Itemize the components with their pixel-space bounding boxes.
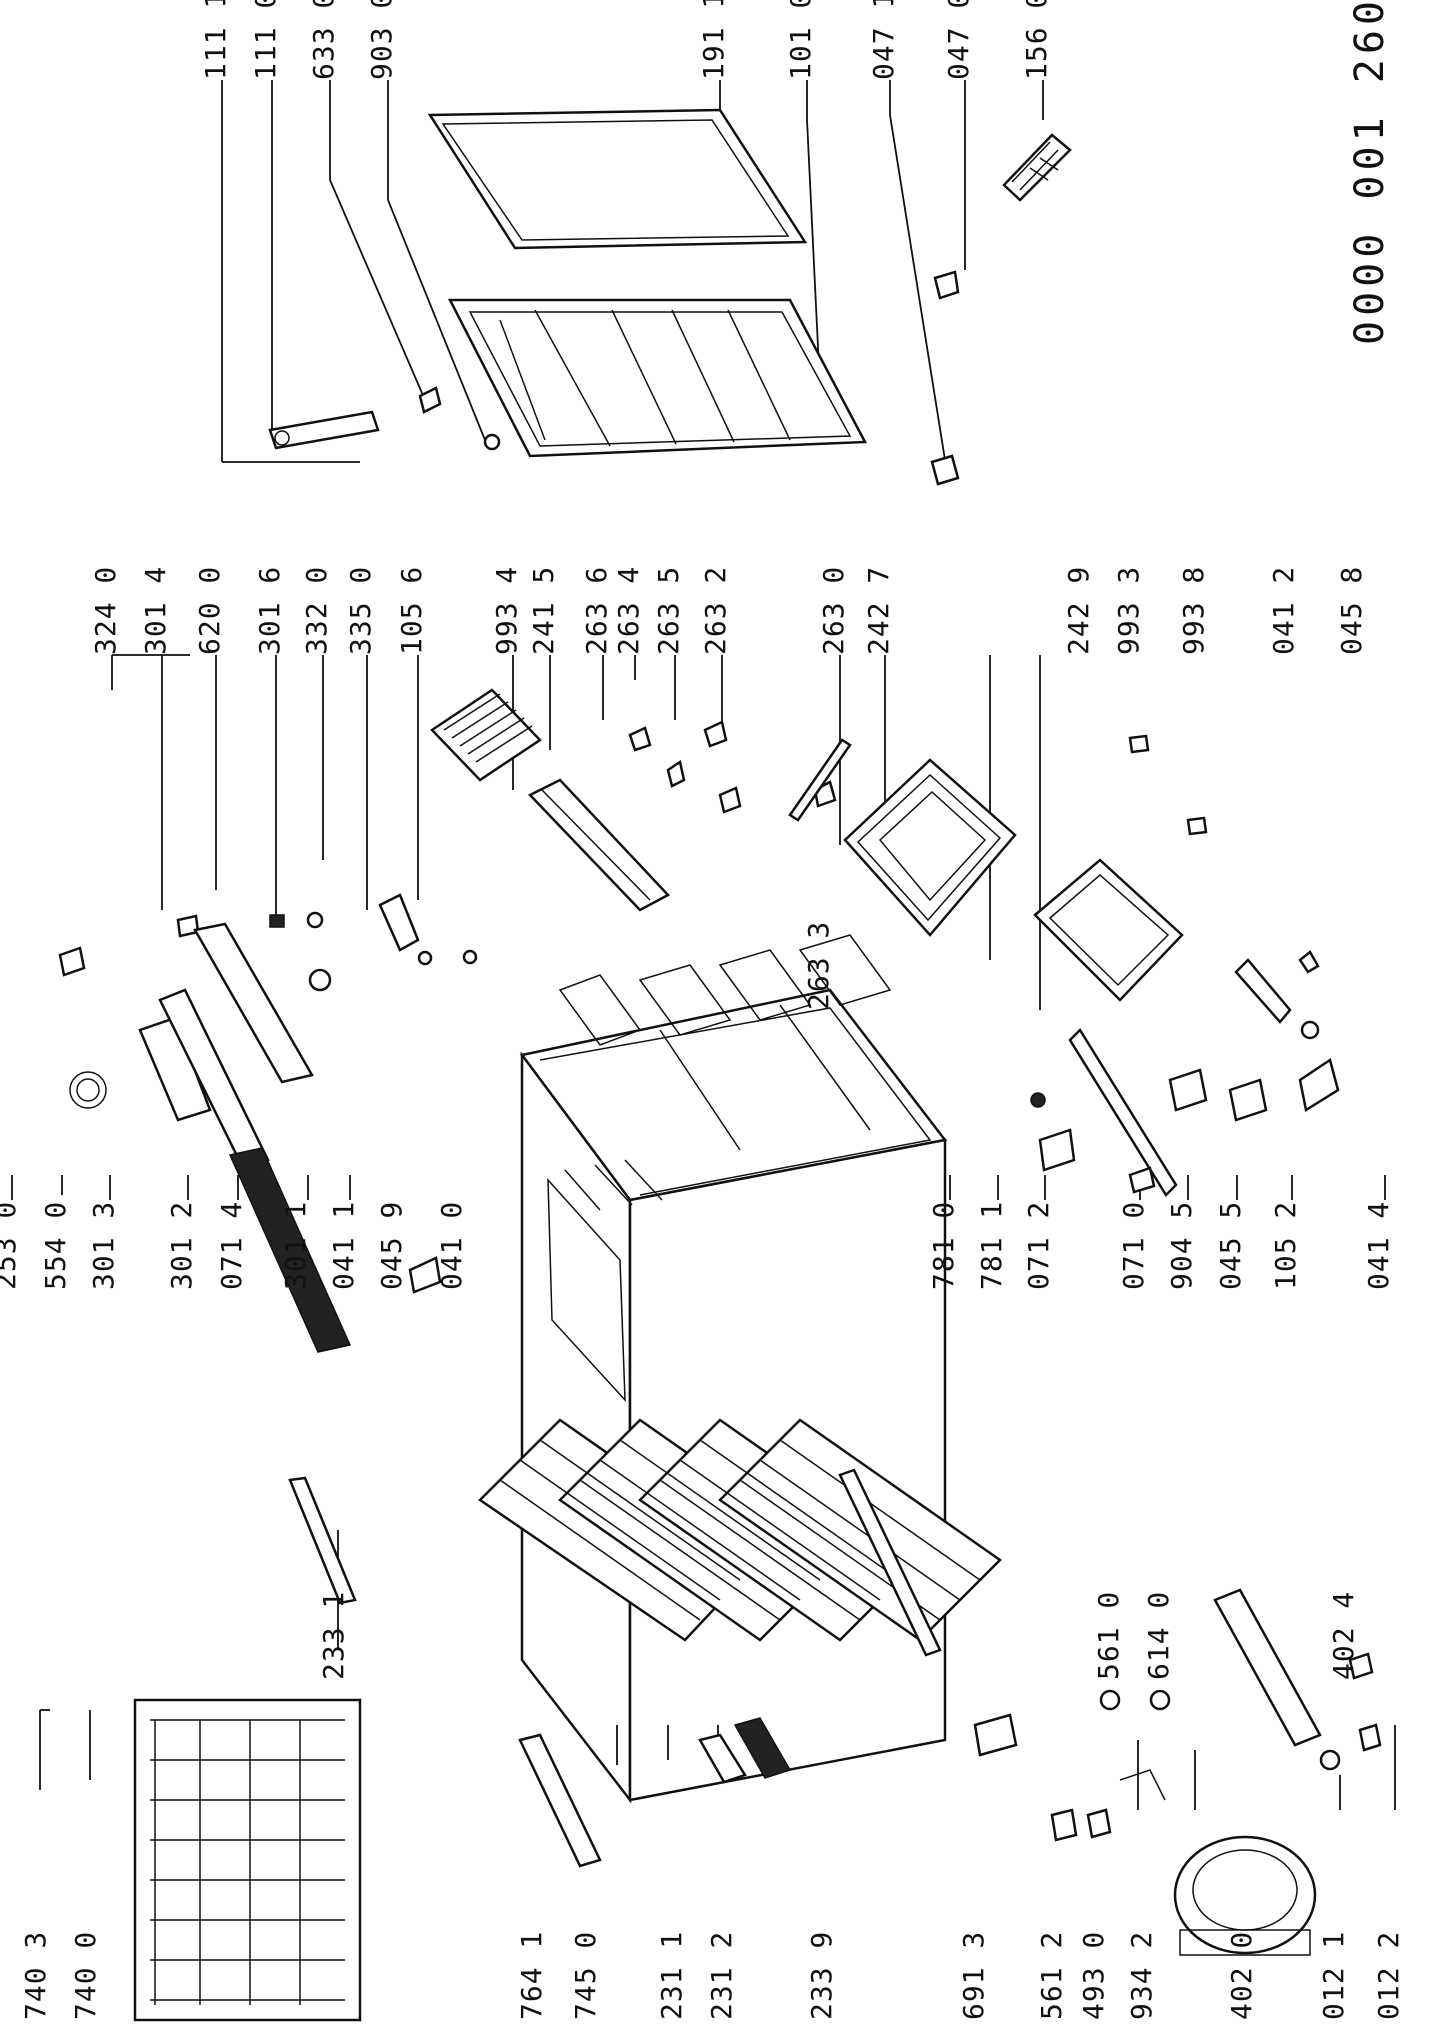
label-402-4: 402 4: [1327, 1590, 1360, 1680]
shelf-group: [288, 1418, 1018, 1868]
label-614-0: 614 0: [1142, 1590, 1175, 1680]
label-934-2: 934 2: [1125, 1930, 1158, 2020]
label-781-1: 781 1: [975, 1200, 1008, 1290]
label-263-2: 263 2: [699, 565, 732, 655]
label-263-5: 263 5: [652, 565, 685, 655]
label-156-0: 156 0: [1020, 0, 1053, 80]
label-301-2: 301 2: [165, 1200, 198, 1290]
label-332-0: 332 0: [300, 565, 333, 655]
label-233-9: 233 9: [805, 1930, 838, 2020]
label-047-0: 047 0: [942, 0, 975, 80]
label-012-2: 012 2: [1372, 1930, 1405, 2020]
label-045-8: 045 8: [1335, 565, 1368, 655]
label-781-0: 781 0: [927, 1200, 960, 1290]
label-740-3: 740 3: [19, 1930, 52, 2020]
label-993-8: 993 8: [1177, 565, 1210, 655]
label-041-2: 041 2: [1267, 565, 1300, 655]
label-041-1: 041 1: [327, 1200, 360, 1290]
label-231-2: 231 2: [705, 1930, 738, 2020]
label-242-7: 242 7: [862, 565, 895, 655]
label-903-0: 903 0: [365, 0, 398, 80]
label-301-1: 301 1: [279, 1200, 312, 1290]
drawer-group: [111, 654, 1320, 1084]
label-402-0: 402 0: [1225, 1930, 1258, 2020]
label-071-4: 071 4: [215, 1200, 248, 1290]
label-554-0: 554 0: [39, 1200, 72, 1290]
label-111-0: 111 0: [249, 0, 282, 80]
label-045-9: 045 9: [375, 1200, 408, 1290]
label-045-5: 045 5: [1214, 1200, 1247, 1290]
label-263-0: 263 0: [817, 565, 850, 655]
label-633-0: 633 0: [307, 0, 340, 80]
lower-trim-group: [949, 1020, 1386, 1200]
label-691-3: 691 3: [957, 1930, 990, 2020]
label-301-3: 301 3: [87, 1200, 120, 1290]
label-231-1: 231 1: [655, 1930, 688, 2020]
label-047-1: 047 1: [867, 0, 900, 80]
label-493-0: 493 0: [1077, 1930, 1110, 2020]
label-335-0: 335 0: [344, 565, 377, 655]
label-263-6: 263 6: [580, 565, 613, 655]
label-105-2: 105 2: [1269, 1200, 1302, 1290]
label-904-5: 904 5: [1165, 1200, 1198, 1290]
label-041-0: 041 0: [435, 1200, 468, 1290]
upper-trim-group: [11, 893, 442, 1353]
label-041-4: 041 4: [1362, 1200, 1395, 1290]
label-561-0: 561 0: [1092, 1590, 1125, 1680]
label-012-1: 012 1: [1317, 1930, 1350, 2020]
label-101-0: 101 0: [784, 0, 817, 80]
label-071-0: 071 0: [1117, 1200, 1150, 1290]
label-301-6: 301 6: [253, 565, 286, 655]
label-191-1: 191 1: [697, 0, 730, 80]
label-764-1: 764 1: [515, 1930, 548, 2020]
label-233-1: 233 1: [317, 1590, 350, 1680]
label-620-0: 620 0: [193, 565, 226, 655]
label-745-0: 745 0: [569, 1930, 602, 2020]
label-993-3: 993 3: [1112, 565, 1145, 655]
compressor-group: [1050, 1588, 1396, 1956]
label-993-4: 993 4: [490, 565, 523, 655]
label-241-5: 241 5: [527, 565, 560, 655]
label-301-4: 301 4: [139, 565, 172, 655]
label-263-4: 263 4: [612, 565, 645, 655]
label-071-2: 071 2: [1022, 1200, 1055, 1290]
document-code: 0000 001 26083: [1347, 0, 1393, 345]
label-111-1: 111 1: [199, 0, 232, 80]
label-324-0: 324 0: [89, 565, 122, 655]
cabinet-group: [519, 934, 948, 1804]
door-group: [221, 80, 1072, 486]
label-242-9: 242 9: [1062, 565, 1095, 655]
label-105-6: 105 6: [395, 565, 428, 655]
label-253-0: 253 0: [0, 1201, 22, 1290]
label-740-0: 740 0: [69, 1930, 102, 2020]
evaporator-group: [39, 1698, 362, 2022]
label-561-2: 561 2: [1035, 1930, 1068, 2020]
label-263-3: 263 3: [802, 920, 835, 1010]
